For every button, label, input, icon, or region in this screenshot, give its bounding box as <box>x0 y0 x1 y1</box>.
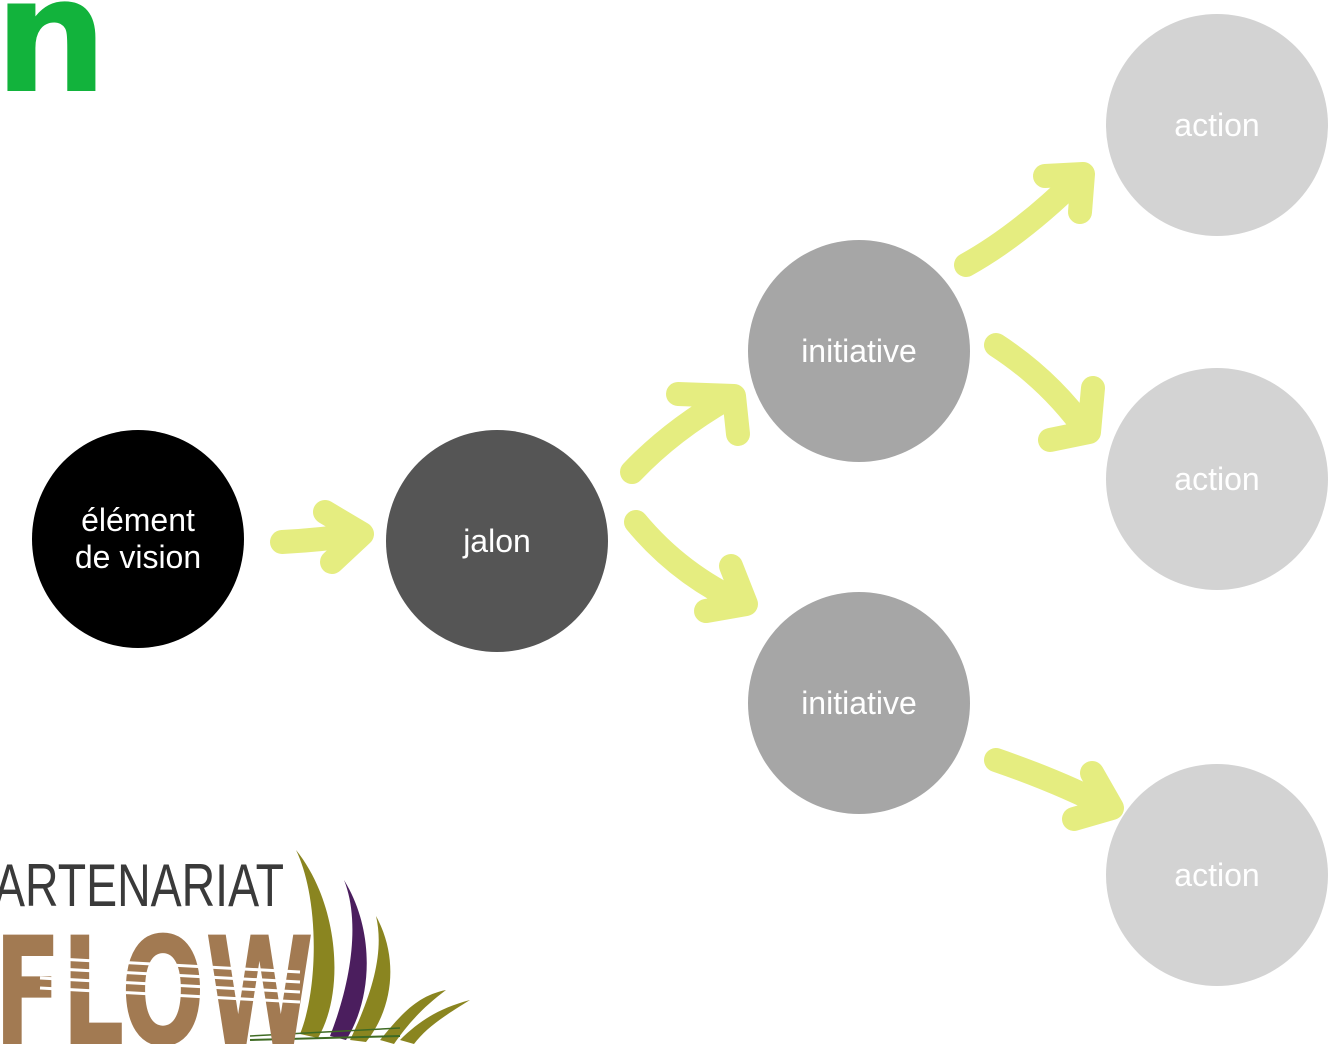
svg-text:ARTENARIAT: ARTENARIAT <box>0 852 284 919</box>
node-action-top-label: action <box>1174 106 1260 143</box>
arrow-jalon-to-initiative-bottom <box>624 510 758 623</box>
node-action-middle-label: action <box>1174 460 1260 497</box>
partenariat-flow-logo: ARTENARIAT FLOW <box>0 850 470 1044</box>
node-vision-label: élément de vision <box>74 502 202 575</box>
arrow-initiative-to-action-top <box>954 162 1095 277</box>
node-jalon: jalon <box>386 430 608 652</box>
node-vision: élément de vision <box>32 430 244 648</box>
node-action-top: action <box>1106 14 1328 236</box>
arrow-jalon-to-initiative-top <box>620 382 750 484</box>
node-initiative-top-label: initiative <box>801 332 917 369</box>
arrow-vision-to-jalon <box>270 500 374 574</box>
node-jalon-label: jalon <box>463 522 531 559</box>
arrow-initiative-to-action-bottom <box>984 748 1124 831</box>
node-initiative-top: initiative <box>748 240 970 462</box>
node-action-bottom: action <box>1106 764 1328 986</box>
arrow-initiative-to-action-middle <box>984 333 1105 452</box>
node-initiative-bottom: initiative <box>748 592 970 814</box>
node-action-bottom-label: action <box>1174 856 1260 893</box>
node-initiative-bottom-label: initiative <box>801 684 917 721</box>
title-fragment: n <box>0 0 108 129</box>
node-action-middle: action <box>1106 368 1328 590</box>
